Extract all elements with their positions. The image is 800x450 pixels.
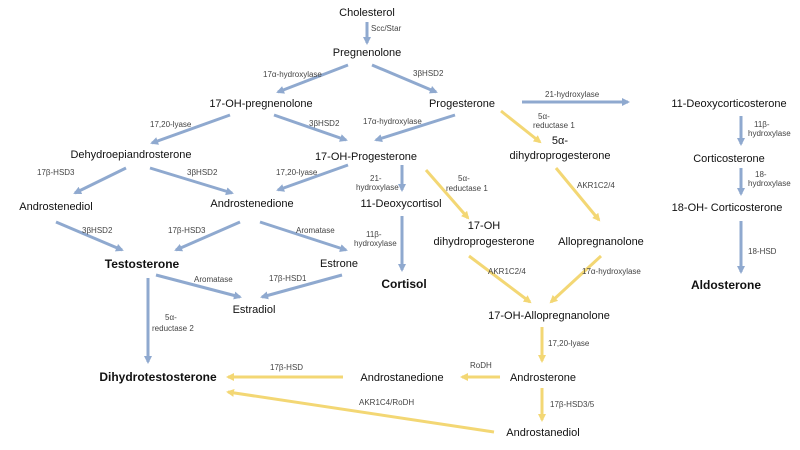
enzyme-rodh: RoDH [470, 361, 492, 370]
node-estradiol: Estradiol [233, 304, 276, 316]
node-18oh-corticosterone: 18-OH- Corticosterone [672, 202, 783, 214]
arrow-androstenedione-testosterone [174, 220, 241, 252]
node-11-deoxycortisol: 11-Deoxycortisol [360, 198, 441, 210]
enzyme-18-hydroxylase-line1: 18- [755, 170, 767, 179]
node-17oh-pregnenolone: 17-OH-pregnenolone [209, 98, 312, 110]
arrow-estrone-estradiol [260, 273, 343, 300]
arrow-dhea-androstenediol [73, 166, 127, 195]
enzyme-5a-reductase-2-line1: 5α- [458, 174, 470, 183]
arrow-pregnenolone-progesterone [371, 63, 438, 94]
node-5a-dihydroprogesterone-line1: 5α- [552, 135, 568, 147]
node-androstenediol: Androstenediol [19, 201, 92, 213]
enzyme-3bhsd2-2: 3βHSD2 [309, 119, 340, 128]
arrow-allopregnanolone-17oh-allopregnanolone [549, 254, 603, 304]
enzyme-labels: Scc/Star 17α-hydroxylase 3βHSD2 21-hydro… [37, 24, 791, 409]
enzyme-17-20-lyase-3: 17,20-lyase [548, 339, 590, 348]
node-androsterone: Androsterone [510, 372, 576, 384]
enzyme-scc-star: Scc/Star [371, 24, 402, 33]
enzyme-21-hydroxylase-line2: hydroxylase [356, 183, 399, 192]
arrow-androstenediol-testosterone [55, 220, 124, 252]
yellow-arrows [226, 109, 603, 434]
enzyme-akr1c4-rodh: AKR1C4/RoDH [359, 398, 414, 407]
node-cholesterol: Cholesterol [339, 7, 395, 19]
node-aldosterone: Aldosterone [691, 278, 761, 292]
enzyme-aromatase-1: Aromatase [296, 226, 335, 235]
blue-arrows [55, 22, 745, 364]
node-pregnenolone: Pregnenolone [333, 47, 402, 59]
enzyme-17bhsd3-2: 17β-HSD3 [168, 226, 206, 235]
node-progesterone: Progesterone [429, 98, 495, 110]
node-corticosterone: Corticosterone [693, 153, 765, 165]
arrow-17oh-progesterone-17oh-dihydroprogesterone [424, 169, 470, 220]
enzyme-17-20-lyase-1: 17,20-lyase [150, 120, 192, 129]
node-androstanediol: Androstanediol [506, 427, 579, 439]
enzyme-17a-hydroxylase-1: 17α-hydroxylase [263, 70, 322, 79]
enzyme-21-hydroxylase-line1: 21- [370, 174, 382, 183]
enzyme-17bhsd3-1: 17β-HSD3 [37, 168, 75, 177]
enzyme-17bhsd1: 17β-HSD1 [269, 274, 307, 283]
enzyme-5a-reductase-2-line2: reductase 1 [446, 184, 488, 193]
enzyme-17bhsd-dht: 17β-HSD [270, 363, 303, 372]
arrow-progesterone-5a-dihydroprogesterone [500, 109, 542, 144]
enzyme-5a-reductase-1-line1: 5α- [538, 112, 550, 121]
arrow-17oh-pregnenolone-17oh-progesterone [273, 113, 348, 142]
enzyme-17a-hydroxylase-3: 17α-hydroxylase [582, 267, 641, 276]
enzyme-akr1c2-4-1: AKR1C2/4 [577, 181, 615, 190]
arrow-pregnenolone-17oh-pregnenolone [276, 63, 349, 94]
node-17oh-dihydroprogesterone-line2: dihydroprogesterone [434, 236, 535, 248]
enzyme-aromatase-2: Aromatase [194, 275, 233, 284]
enzyme-3bhsd2-1: 3βHSD2 [413, 69, 444, 78]
enzyme-11b-hydroxylase-1-line2: hydroxylase [748, 129, 791, 138]
node-testosterone: Testosterone [105, 257, 180, 271]
node-11-deoxycorticosterone: 11-Deoxycorticosterone [671, 98, 786, 110]
enzyme-5a-reductase-3-line1: 5α- [165, 313, 177, 322]
node-17oh-progesterone: 17-OH-Progesterone [315, 151, 417, 163]
enzyme-17bhsd3-5: 17β-HSD3/5 [550, 400, 595, 409]
enzyme-3bhsd2-3: 3βHSD2 [187, 168, 218, 177]
node-dihydrotestosterone: Dihydrotestosterone [99, 370, 217, 384]
node-dhea: Dehydroepiandrosterone [70, 149, 191, 161]
node-allopregnanolone: Allopregnanolone [558, 236, 644, 248]
arrow-5a-dihydroprogesterone-allopregnanolone [554, 167, 601, 222]
enzyme-akr1c2-4-2: AKR1C2/4 [488, 267, 526, 276]
node-estrone: Estrone [320, 258, 358, 270]
enzyme-5a-reductase-1-line2: reductase 1 [533, 121, 575, 130]
arrow-androstanediol-dht [226, 388, 495, 434]
node-androstanedione: Androstanedione [360, 372, 443, 384]
enzyme-11b-hydroxylase-2-line1: 11β- [366, 230, 382, 239]
enzyme-3bhsd2-4: 3βHSD2 [82, 226, 113, 235]
enzyme-11b-hydroxylase-1-line1: 11β- [754, 120, 770, 129]
node-cortisol: Cortisol [381, 277, 426, 291]
enzyme-17a-hydroxylase-2: 17α-hydroxylase [363, 117, 422, 126]
node-17oh-allopregnanolone: 17-OH-Allopregnanolone [488, 310, 610, 322]
arrow-17oh-pregnenolone-dhea [150, 113, 231, 145]
enzyme-18-hydroxylase-line2: hydroxylase [748, 179, 791, 188]
arrow-dhea-androstenedione [149, 166, 234, 196]
enzyme-5a-reductase-3-line2: reductase 2 [152, 324, 194, 333]
node-5a-dihydroprogesterone-line2: dihydroprogesterone [510, 150, 611, 162]
nodes: Cholesterol Pregnenolone 17-OH-pregnenol… [19, 7, 786, 439]
enzyme-11b-hydroxylase-2-line2: hydroxylase [354, 239, 397, 248]
enzyme-18-hsd: 18-HSD [748, 247, 777, 256]
arrow-17oh-progesterone-androstenedione [276, 163, 349, 192]
arrow-17oh-dihydroprogesterone-17oh-allopregnanolone [468, 254, 532, 304]
arrow-androstenedione-estrone [259, 220, 348, 252]
arrow-progesterone-17oh-progesterone [374, 113, 456, 143]
node-17oh-dihydroprogesterone-line1: 17-OH [468, 220, 500, 232]
node-androstenedione: Androstenedione [210, 198, 293, 210]
enzyme-21-hydroxylase-top: 21-hydroxylase [545, 90, 600, 99]
arrow-testosterone-estradiol [155, 273, 242, 300]
enzyme-17-20-lyase-2: 17,20-lyase [276, 168, 318, 177]
